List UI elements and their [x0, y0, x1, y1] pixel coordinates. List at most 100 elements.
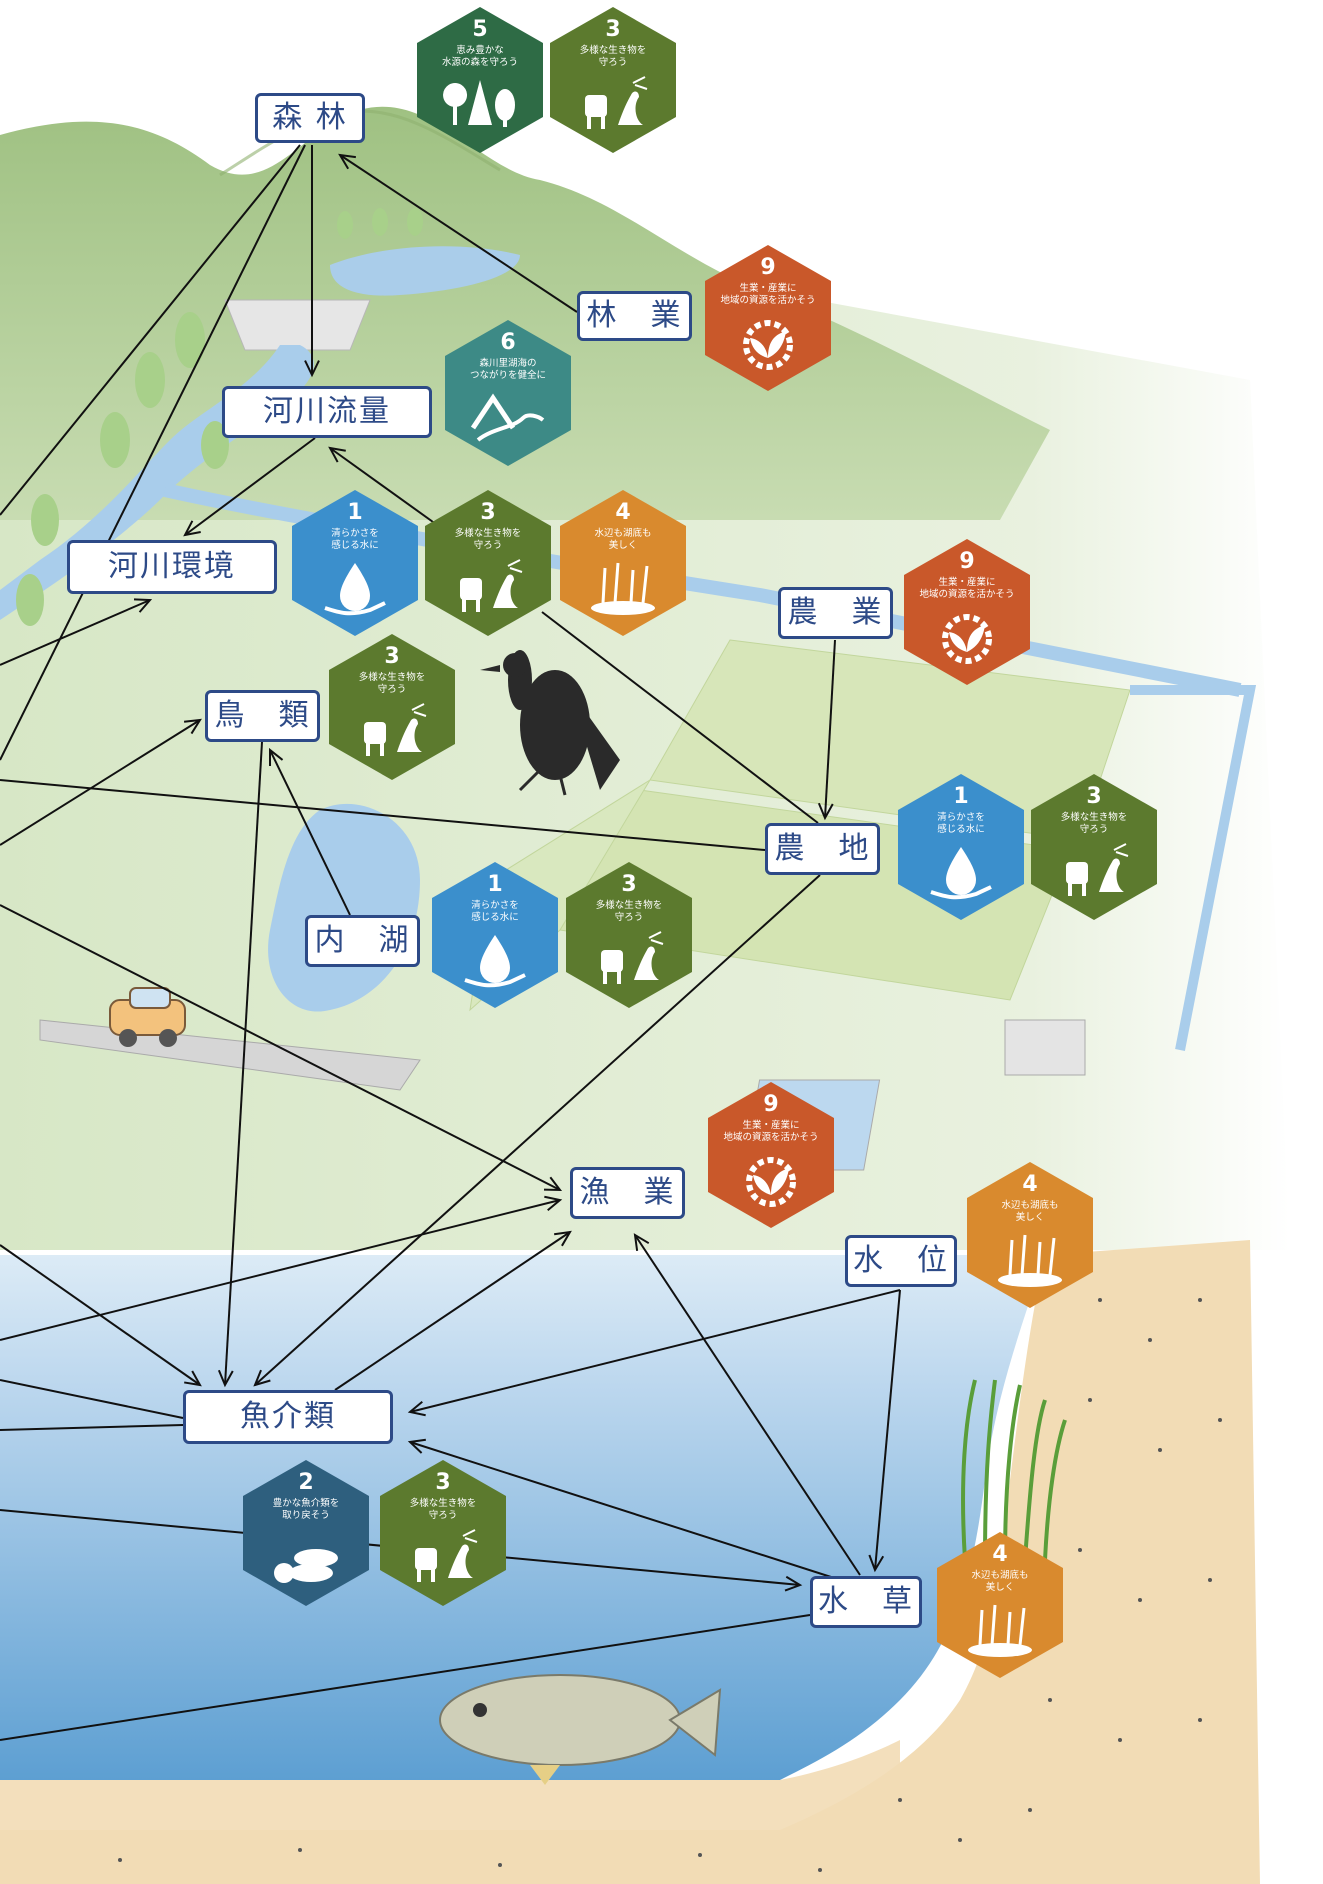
arrowhead [633, 1233, 650, 1251]
lake [0, 1255, 1045, 1780]
arrowhead [133, 598, 153, 613]
goal-number: 1 [953, 784, 969, 809]
hexagon-shape [445, 320, 571, 466]
arrowhead [338, 153, 356, 170]
node-naiko[interactable]: 内 湖 [305, 915, 420, 967]
arrowhead [217, 1369, 234, 1388]
water-drop-hand-icon [455, 930, 535, 990]
goal-label: 清らかさを 感じる水に [471, 900, 519, 923]
arrowhead [328, 446, 346, 463]
node-ringyo[interactable]: 林 業 [577, 291, 692, 341]
goal-label: 多様な生き物を 守ろう [454, 528, 522, 551]
arrow-line [824, 639, 836, 819]
reeds-icon [583, 558, 663, 618]
goal-label: 多様な生き物を 守ろう [1060, 812, 1128, 835]
arrow-line [0, 144, 306, 761]
goal-label: 多様な生き物を 守ろう [595, 900, 663, 923]
arrow-line [224, 741, 263, 1386]
node-nogyo[interactable]: 農 業 [778, 587, 893, 639]
hexagon-shape [937, 1532, 1063, 1678]
node-suiso[interactable]: 水 草 [810, 1576, 922, 1628]
goal-number: 9 [760, 255, 776, 280]
goal-6-badge: 6 森川里湖海の つながりを健全に [443, 318, 573, 468]
fish-shell-icon [266, 1528, 346, 1588]
hexagon-shape [560, 490, 686, 636]
node-kasen-kankyo[interactable]: 河川環境 [67, 540, 277, 594]
goal-label: 水辺も湖底も 美しく [594, 528, 652, 551]
arrow-line [0, 144, 301, 516]
arrowhead [183, 718, 202, 735]
goal-number: 3 [605, 17, 621, 42]
node-kasen-ryuryo[interactable]: 河川流量 [222, 386, 432, 438]
goal-number: 2 [298, 1470, 314, 1495]
goal-label: 水辺も湖底も 美しく [971, 1570, 1029, 1593]
arrowhead [817, 802, 834, 821]
node-chorui[interactable]: 鳥 類 [205, 690, 320, 742]
arrow-line [874, 1289, 901, 1571]
goal-number: 4 [615, 500, 631, 525]
hexagon-shape [425, 490, 551, 636]
cormorant-illustration [480, 650, 620, 796]
arrow-line [634, 1234, 861, 1576]
goal-label: 清らかさを 感じる水に [331, 528, 379, 551]
goal-number: 3 [384, 644, 400, 669]
relationship-arrows [0, 144, 901, 1741]
forest-icon [440, 75, 520, 135]
animals-icon [448, 558, 528, 618]
arrowhead [304, 360, 320, 378]
arrow-line [0, 599, 151, 666]
hexagon-shape [1031, 774, 1157, 920]
node-suii[interactable]: 水 位 [845, 1235, 957, 1287]
arrowhead [543, 1176, 563, 1192]
gear-leaf-icon [731, 1150, 811, 1210]
reservoir [330, 246, 520, 296]
node-gyogyo[interactable]: 漁 業 [570, 1167, 685, 1219]
goal-number: 9 [959, 549, 975, 574]
hexagon-shape [550, 7, 676, 153]
goal-number: 4 [992, 1542, 1008, 1567]
animals-icon [403, 1528, 483, 1588]
bass-fish-illustration [439, 1674, 722, 1785]
field-canal [1130, 685, 1257, 1051]
arrowhead [784, 1575, 803, 1592]
hexagon-shape [243, 1460, 369, 1606]
goal-label: 恵み豊かな 水源の森を守ろう [441, 45, 518, 68]
arrow-line [409, 1289, 901, 1413]
node-nochi[interactable]: 農 地 [765, 823, 880, 875]
node-gyokairui[interactable]: 魚介類 [183, 1390, 393, 1444]
arrow-line [0, 1424, 184, 1431]
arrowhead [184, 1370, 202, 1387]
sandy-bottom [0, 1740, 900, 1884]
hexagon-shape [566, 862, 692, 1008]
goal-9-badge: 9 生業・産業に 地域の資源を活かそう [703, 243, 833, 393]
node-shinrin[interactable]: 森 林 [255, 93, 365, 143]
hexagon-shape [380, 1460, 506, 1606]
arrowhead [868, 1554, 885, 1573]
goal-number: 9 [763, 1092, 779, 1117]
goal-number: 6 [500, 330, 516, 355]
sand-dots [118, 1298, 1222, 1872]
arrow-line [329, 447, 441, 528]
arrow-line [0, 1199, 561, 1341]
goal-label: 生業・産業に 地域の資源を活かそう [720, 283, 816, 306]
arrow-line [0, 779, 766, 851]
gear-leaf-icon [728, 313, 808, 373]
hexagon-shape [967, 1162, 1093, 1308]
arrow-line [0, 1379, 184, 1419]
goal-label: 森川里湖海の つながりを健全に [469, 358, 546, 381]
hexagon-shape [705, 245, 831, 391]
arrow-line [0, 904, 561, 1191]
arrowhead [253, 1369, 271, 1387]
goal-label: 水辺も湖底も 美しく [1001, 1200, 1059, 1223]
goal-4-badge: 4 水辺も湖底も 美しく [935, 1530, 1065, 1680]
goal-number: 3 [480, 500, 496, 525]
